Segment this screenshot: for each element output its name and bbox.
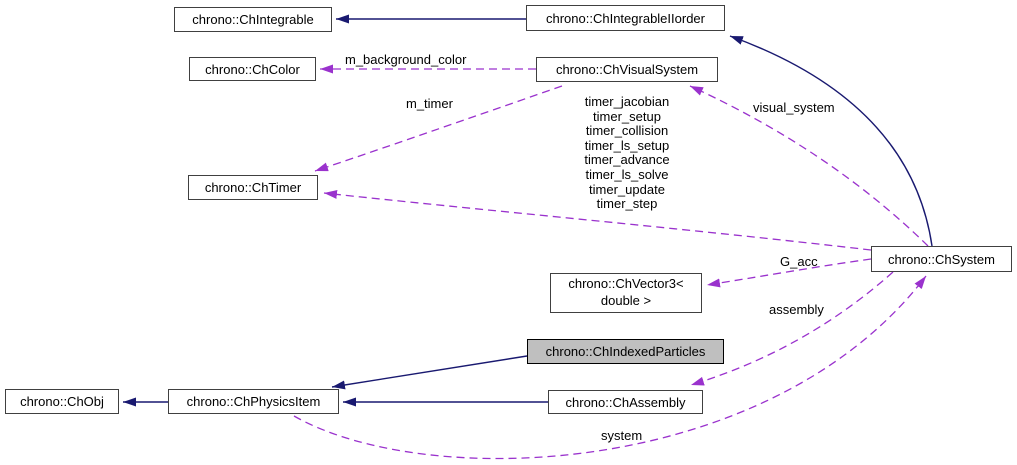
node-chobj[interactable]: chrono::ChObj <box>5 389 119 414</box>
node-chindexedparticles: chrono::ChIndexedParticles <box>527 339 724 364</box>
node-chintegrableiiorder[interactable]: chrono::ChIntegrableIIorder <box>526 5 725 31</box>
edge-label-m-background-color: m_background_color <box>345 52 467 67</box>
edge-usage-timers <box>323 189 872 251</box>
edge-label-visual-system: visual_system <box>753 100 835 115</box>
node-chvector3-double[interactable]: chrono::ChVector3< double > <box>550 273 702 313</box>
edge-label-system: system <box>601 428 643 443</box>
edge-label-timers: timer_jacobian timer_setup timer_collisi… <box>584 94 670 212</box>
edge-inheritance-indexedparticles-to-physicsitem <box>331 355 528 390</box>
node-chsystem[interactable]: chrono::ChSystem <box>871 246 1012 272</box>
node-chintegrable[interactable]: chrono::ChIntegrable <box>174 7 332 32</box>
node-chphysicsitem[interactable]: chrono::ChPhysicsItem <box>168 389 339 414</box>
edge-usage-g-acc <box>706 258 872 288</box>
edge-inheritance-system-to-iiorder <box>729 35 933 247</box>
edge-label-g-acc: G_acc <box>780 254 818 269</box>
edge-usage-system <box>293 275 927 460</box>
edge-usage-assembly <box>690 271 894 386</box>
node-chvisualsystem[interactable]: chrono::ChVisualSystem <box>536 57 718 82</box>
node-chcolor[interactable]: chrono::ChColor <box>189 57 316 81</box>
edge-label-assembly: assembly <box>769 302 824 317</box>
edge-label-m-timer: m_timer <box>406 96 453 111</box>
node-chassembly[interactable]: chrono::ChAssembly <box>548 390 703 414</box>
node-chtimer[interactable]: chrono::ChTimer <box>188 175 318 200</box>
edge-usage-visual-system <box>689 85 929 247</box>
edge-usage-m-timer <box>314 85 563 172</box>
